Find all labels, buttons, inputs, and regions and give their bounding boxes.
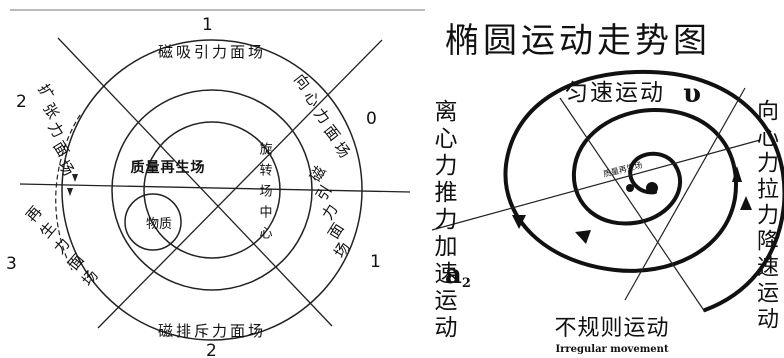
centripetal-pull-label-char: 动 (757, 308, 779, 333)
num-right-top: 0 (366, 109, 377, 129)
right-ellipse-diagram: 椭圆运动走势图 匀速运动 υ 质量再生场 不规则运动 Irregular mov… (431, 21, 784, 355)
acceleration-symbol-sub: 2 (462, 276, 471, 291)
right-upper-field-label-char: 场 (330, 139, 353, 162)
ellipse-title: 椭圆运动走势图 (445, 21, 711, 61)
diagonal-axis-a (57, 37, 333, 327)
rotation-center-label-char: 中 (259, 206, 272, 221)
rotation-center-label-char: 旋 (259, 143, 272, 158)
right-lower-field-label-char: 面 (324, 220, 347, 242)
rotation-center-label-char: 心 (259, 227, 272, 242)
left-field-diagram: 1 2 0 1 3 2 磁吸引力面场 磁排斥力面场 质量再生场 物质 扩张力面场… (6, 9, 425, 358)
velocity-symbol: υ (683, 79, 701, 109)
inner-ring (143, 121, 281, 259)
rotation-center-label-char: 转 (259, 164, 272, 179)
num-top: 1 (202, 15, 213, 35)
centrifugal-push-label-char: 力 (435, 207, 458, 233)
uniform-motion-label: 匀速运动 (565, 80, 665, 106)
centripetal-pull-label-char: 运 (757, 282, 779, 307)
spiral-arrow-up-icon (732, 166, 742, 182)
centripetal-pull-label-char: 拉 (757, 178, 779, 203)
spiral-arrow-up-outer-icon (740, 196, 752, 210)
right-lower-field-label-char: 场 (330, 239, 353, 261)
matter-circle (124, 193, 182, 251)
centrifugal-push-label-char: 速 (435, 261, 458, 287)
centripetal-pull-label-char: 降 (757, 230, 779, 255)
num-right-bottom: 1 (370, 252, 381, 272)
center-label: 质量再生场 (131, 159, 206, 176)
centripetal-pull-label-char: 力 (757, 204, 779, 229)
num-left-bottom: 3 (6, 254, 17, 274)
expansion-arc (55, 114, 81, 271)
outer-ring (61, 39, 363, 341)
centrifugal-push-label-char: 动 (435, 315, 458, 341)
arc-arrow-mid-icon (72, 174, 78, 182)
centrifugal-push-label-char: 力 (435, 153, 458, 179)
center-dot-small (626, 184, 634, 192)
right-lower-field-label-char: 力 (318, 201, 341, 223)
left-lower-field-label-char: 场 (78, 266, 101, 289)
matter-label: 物质 (146, 217, 172, 232)
right-lower-field-label-char: 引 (312, 182, 335, 204)
center-dot (646, 182, 658, 194)
bottom-field-label: 磁排斥力面场 (158, 322, 266, 340)
arc-arrow-down-icon (67, 188, 73, 196)
centrifugal-push-label-char: 离 (435, 99, 458, 125)
centripetal-pull-label-char: 速 (757, 256, 779, 281)
mass-regeneration-small-label: 质量再生场 (602, 160, 643, 179)
acceleration-symbol: a2 (445, 260, 471, 291)
diagonal-axis-b (97, 39, 383, 329)
spiral-arrow-left-icon (512, 215, 526, 229)
centrifugal-push-label-char: 加 (435, 234, 458, 260)
spiral-line-horizontal (431, 139, 761, 231)
num-left: 2 (16, 92, 27, 112)
centrifugal-push-label-char: 推 (435, 180, 458, 206)
num-bottom: 2 (206, 341, 217, 358)
top-field-label: 磁吸引力面场 (158, 43, 266, 61)
centripetal-pull-label-char: 向 (757, 100, 779, 125)
centripetal-pull-label-char: 力 (757, 152, 779, 177)
ellipse-spiral (503, 69, 784, 312)
irregular-motion-label: 不规则运动 (554, 316, 669, 341)
irregular-motion-english: Irregular movement (555, 344, 669, 355)
spiral-line-diagonal-a (559, 97, 706, 313)
centrifugal-push-label-char: 心 (435, 126, 458, 152)
acceleration-symbol-base: a (445, 260, 462, 290)
rotation-center-label-char: 场 (259, 185, 272, 200)
spiral-arrow-down-icon (575, 230, 591, 244)
horizontal-axis (19, 183, 411, 193)
centrifugal-push-label-char: 运 (435, 288, 458, 314)
centripetal-pull-label-char: 心 (757, 126, 779, 151)
spiral-line-diagonal-b (624, 87, 746, 301)
